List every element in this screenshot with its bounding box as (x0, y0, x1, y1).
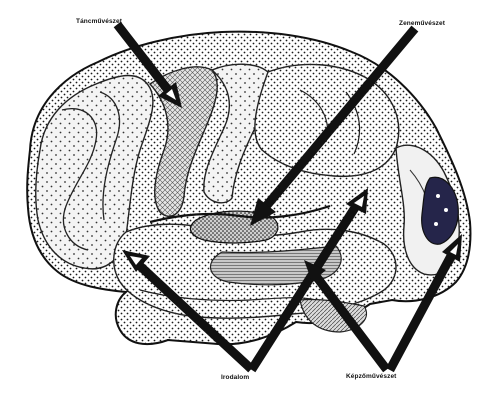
label-tancmuveszet: Táncművészet (76, 18, 122, 25)
label-irodalom: Irodalom (221, 374, 249, 381)
label-zenemuveszet: Zeneművészet (399, 20, 445, 27)
label-kepzomuveszet: Képzőművészet (346, 373, 396, 380)
